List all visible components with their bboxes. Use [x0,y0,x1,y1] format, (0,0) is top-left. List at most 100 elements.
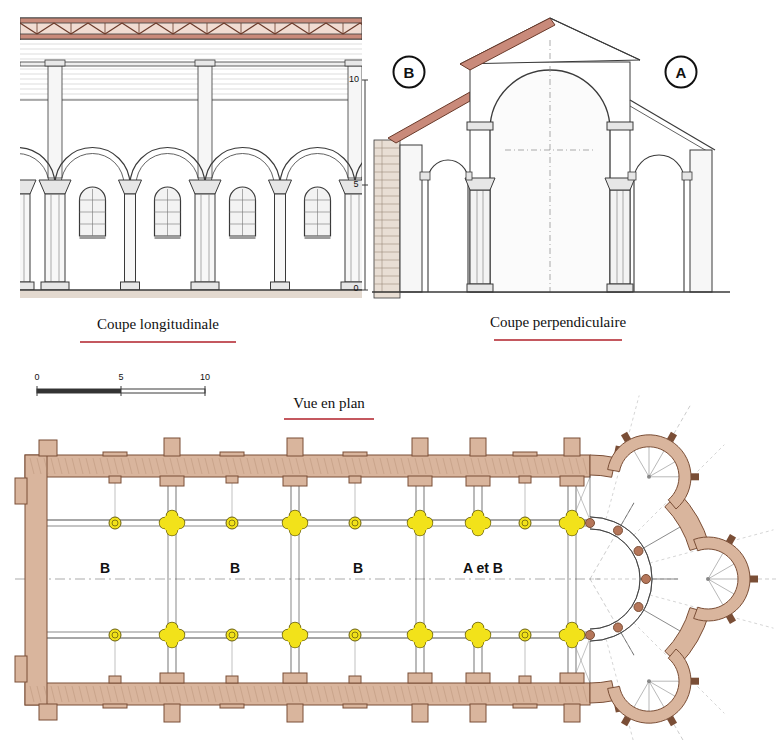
shaft-line [359,194,360,282]
window-glazing [155,224,181,225]
wall-pilaster [109,676,121,683]
scale-tick [362,185,368,186]
window [80,187,106,238]
truss-strut [88,23,105,34]
chapel-rib [708,579,734,594]
wall-hatch [107,458,111,474]
wall-hatch [366,458,370,474]
wall-hatch [352,686,356,702]
wall-hatch [317,458,321,474]
wall-hatch [44,686,48,702]
stone-course [374,236,400,237]
wall-hatch [100,458,104,474]
chapel-center [706,577,710,581]
scale-number: 10 [200,373,210,383]
cruciform-pier [466,623,491,648]
wall-pilaster [109,476,121,483]
base [271,282,290,290]
chapel-rib [708,579,738,580]
wall-hatch [471,458,475,474]
wall-pilaster [160,476,184,486]
chapel-buttress [670,718,674,725]
wall-hatch [268,458,272,474]
buttress [470,704,486,722]
round-column [519,629,531,641]
wall-hatch [513,458,517,474]
wall-hatch [401,686,405,702]
capital [189,180,221,194]
chapel-rib [649,681,650,711]
impost [466,172,472,180]
window-mullion [242,189,243,236]
cruciform-pier [408,511,433,536]
stone-joint [382,156,383,164]
floor-line [20,289,362,290]
wall-projection [513,704,537,708]
bay-letter: B [227,561,243,576]
wall-hatch [569,458,573,474]
nave-arch [490,70,610,292]
wall-hatch [366,686,370,702]
round-column [226,517,238,529]
wall-hatch [121,458,125,474]
cruciform-pier [560,623,585,648]
chapel-rib [649,681,664,707]
chapel-rib [649,451,664,477]
window-frame [305,187,331,236]
wall-hatch [387,686,391,702]
circle-outline [666,57,697,88]
aisle-wall [25,683,590,705]
shaft-line [477,190,478,284]
wall-hatch [338,686,342,702]
chapel-rib [649,681,675,696]
chapel-center [647,475,651,479]
wall-hatch [408,458,412,474]
stone-course [374,148,400,149]
window-glazing [80,200,106,201]
wall-shading [20,69,362,70]
wall-projection [103,452,127,456]
cruciform-pier [160,623,185,648]
truss-post [139,23,140,34]
scale-bar [37,386,205,396]
truss-strut [37,23,54,34]
chapel-rib [649,462,675,477]
wall-hatch [86,686,90,702]
window-mullion [167,189,168,236]
window-glazing [155,200,181,201]
buttress [470,438,486,456]
pilaster [198,66,212,178]
nave-roof [460,18,555,70]
arcade-line [47,632,590,633]
wall-hatch [37,686,41,702]
wall-pilaster [160,673,184,683]
wall-hatch [107,686,111,702]
window-glazing [155,212,181,213]
stone-course [374,196,400,197]
truss-strut [156,23,173,34]
arcade-arch [130,148,205,186]
round-column [349,517,361,529]
buttress [287,704,303,722]
scale-tick [37,386,38,396]
wall-hatch [184,686,188,702]
wall-hatch [394,686,398,702]
hemicycle-column [642,575,651,584]
hemicycle-arc [590,517,652,641]
window-glazing [230,212,256,213]
wall-hatch [240,686,244,702]
wall-hatch [170,458,174,474]
west-buttress [15,478,27,504]
callout-circle: A [664,55,698,89]
round-column [109,517,121,529]
wall-hatch [429,686,433,702]
window-glazing [305,200,331,201]
roof-slope [550,18,640,60]
compound-pier [189,180,221,290]
stone-joint [382,212,383,220]
wall-shading [20,89,362,90]
wall-hatch [44,458,48,474]
wall-hatch [499,458,503,474]
stone-course [374,268,400,269]
